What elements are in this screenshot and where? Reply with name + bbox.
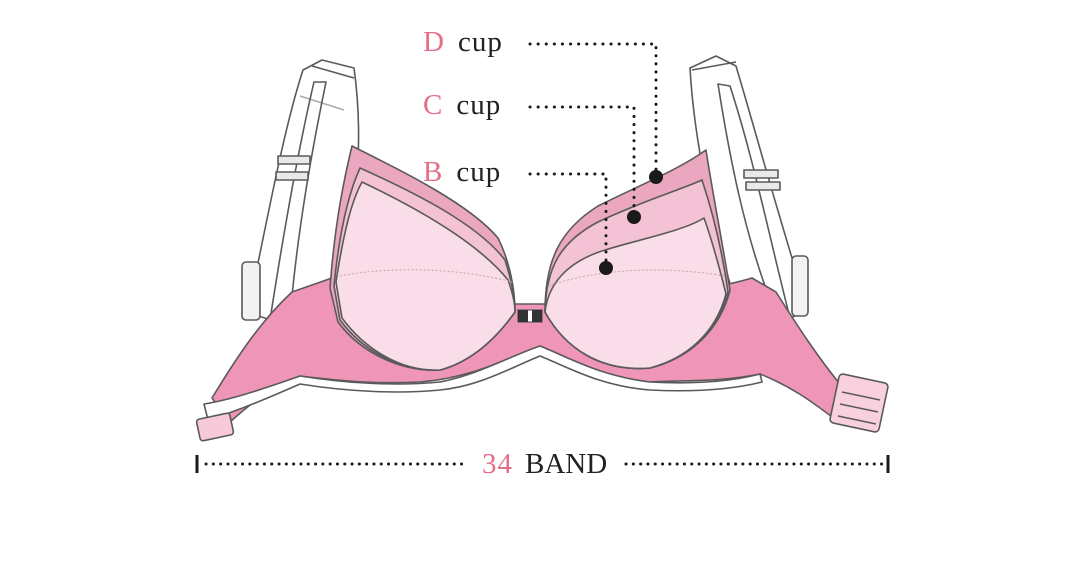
b-cup-leader (528, 172, 608, 270)
d-cup-word: cup (457, 26, 503, 58)
right-strap (689, 55, 809, 319)
d-cup-leader (528, 42, 658, 178)
band-label: 34 BAND (482, 450, 607, 479)
band-measure-line (195, 455, 890, 473)
d-cup-marker (649, 170, 663, 184)
leader-lines (528, 42, 658, 270)
band-word: BAND (525, 448, 608, 480)
d-cup-letter: D (423, 26, 444, 58)
b-cup-letter: B (423, 156, 443, 188)
band-size: 34 (482, 448, 513, 480)
right-cup (544, 149, 731, 370)
c-cup-letter: C (423, 89, 443, 121)
c-cup-word: cup (456, 89, 502, 121)
hook-eye-closure (829, 373, 889, 433)
left-strap (241, 59, 360, 321)
c-cup-marker (627, 210, 641, 224)
left-cup (329, 145, 516, 371)
b-cup-word: cup (456, 156, 502, 188)
center-gore (517, 309, 543, 323)
c-cup-leader (528, 105, 636, 218)
bra-band (195, 277, 889, 442)
b-cup-marker (599, 261, 613, 275)
